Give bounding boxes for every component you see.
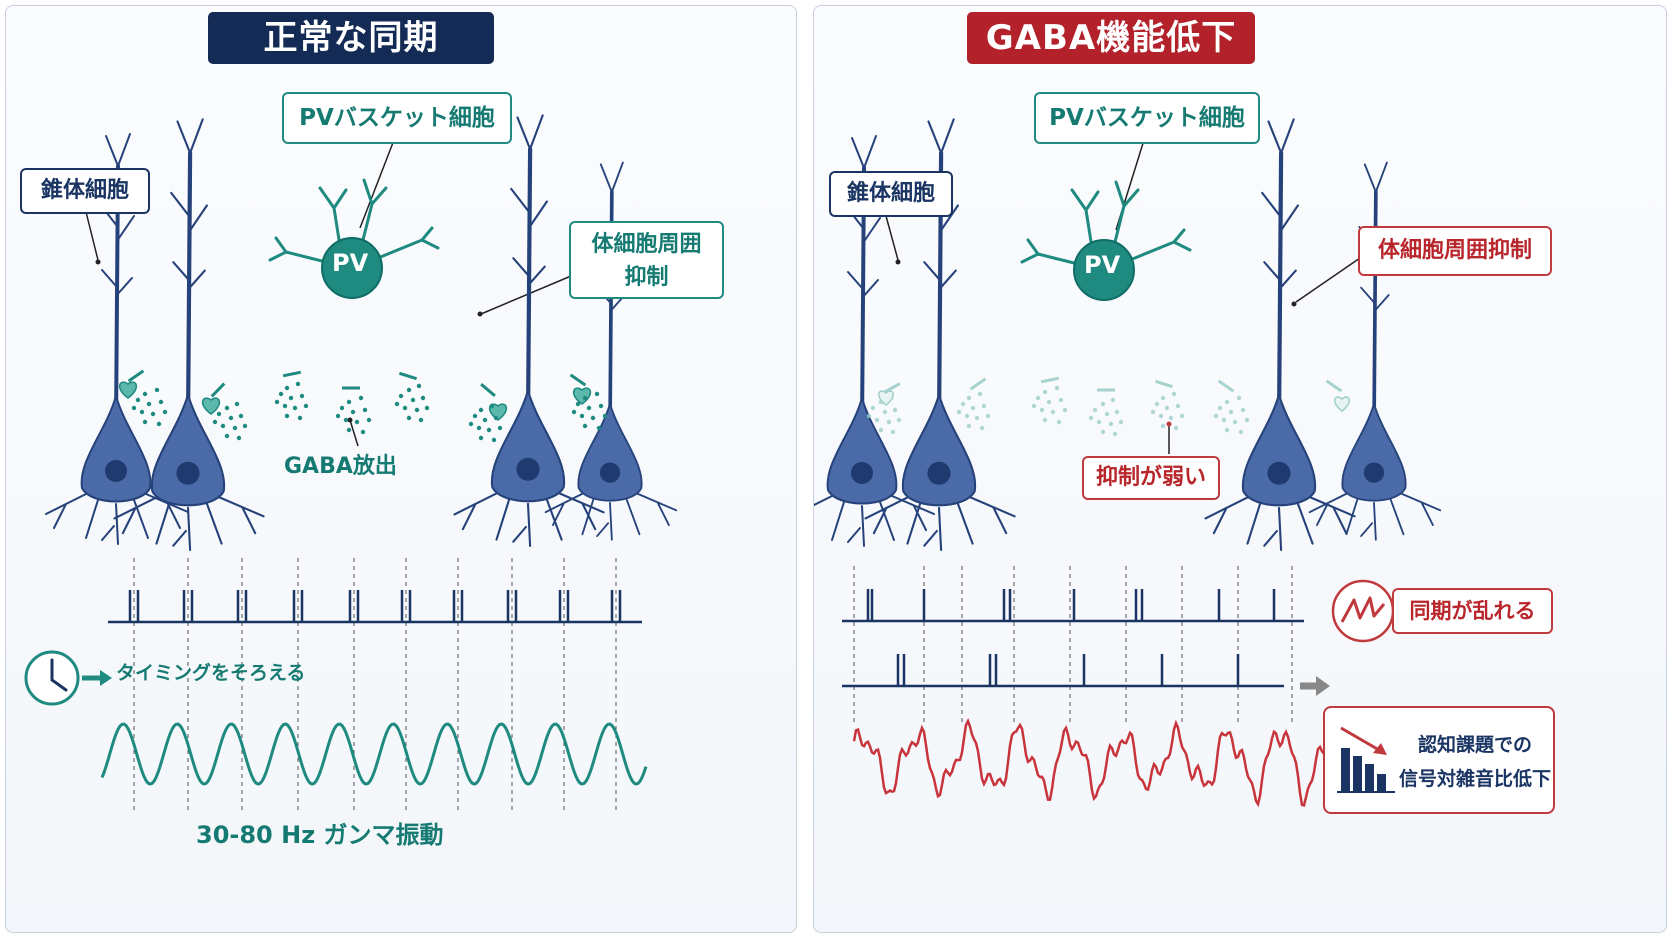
- label-pyramidal-cell: 錐体細胞: [829, 171, 953, 217]
- gaba-vesicles: [1088, 397, 1124, 437]
- arrow-head: [1316, 676, 1330, 696]
- snr-decline-card: 認知課題での 信号対雑音比低下: [1323, 706, 1555, 814]
- gaba-vesicles: [956, 391, 991, 431]
- label-perisomatic-inhibition: 体細胞周囲抑制: [1358, 226, 1552, 276]
- synaptic-bouton: [488, 403, 508, 421]
- label-perisomatic-inhibition: 体細胞周囲 抑制: [569, 221, 724, 299]
- label-snr-decline: 認知課題での 信号対雑音比低下: [1398, 734, 1551, 790]
- leader-dot: [477, 311, 483, 317]
- pyramidal-neuron: [453, 114, 605, 547]
- pv-soma-label: PV: [1084, 251, 1121, 279]
- gaba-vesicles: [468, 403, 503, 443]
- label-pyramidal-cell: 錐体細胞: [20, 168, 150, 214]
- label-pv-basket-cell: PVバスケット細胞: [282, 92, 512, 144]
- pv-basket-neuron: [1020, 180, 1192, 301]
- leader-pv: [359, 139, 395, 229]
- zigzag-line: [1340, 596, 1386, 623]
- gaba-vesicles: [1213, 395, 1250, 435]
- pyramidal-neuron: [1204, 118, 1356, 551]
- synaptic-bouton: [572, 387, 592, 405]
- leader-dot: [1291, 301, 1297, 307]
- gaba-vesicles: [212, 401, 248, 441]
- synapse-terminal: [1217, 379, 1235, 393]
- synapse-terminal: [569, 373, 587, 387]
- synapse-terminal: [1325, 379, 1343, 393]
- leader-pyramidal: [85, 211, 99, 261]
- gaba-vesicles: [1150, 391, 1185, 431]
- spike-train-desync-1: [842, 589, 1304, 623]
- gamma-oscillation-wave: [100, 722, 648, 786]
- synapse-terminal: [969, 377, 987, 391]
- gaba-vesicles: [866, 395, 902, 435]
- label-gamma-oscillation: 30-80 Hz ガンマ振動: [196, 821, 444, 849]
- synaptic-bouton: [118, 381, 138, 399]
- leader-dot: [347, 417, 353, 423]
- leader-pyramidal: [885, 215, 899, 261]
- synapse-terminal: [480, 383, 496, 397]
- synapse-terminal: [210, 382, 226, 398]
- gaba-vesicles: [335, 395, 372, 435]
- synapse-terminal: [1154, 379, 1174, 389]
- label-timing-align: タイミングをそろえる: [116, 662, 306, 684]
- pv-soma-label: PV: [332, 249, 369, 277]
- pv-basket-neuron: [268, 178, 440, 299]
- diagram-normal: [24, 114, 678, 814]
- synapse-terminal: [282, 370, 302, 378]
- title-gaba-deficit: GABA機能低下: [967, 12, 1255, 64]
- label-gaba-release: GABA放出: [284, 454, 397, 479]
- panel-normal-sync: 正常な同期 PVバスケット細胞 錐体細胞 体細胞周囲 抑制 GABA放出 タイミ…: [5, 5, 797, 933]
- leader-gaba: [349, 419, 359, 447]
- label-desync: 同期が乱れる: [1392, 588, 1553, 634]
- pyramidal-neuron: [113, 118, 265, 551]
- leader-dot: [95, 259, 101, 265]
- title-normal: 正常な同期: [208, 12, 494, 64]
- arrow-head: [100, 670, 112, 686]
- synapse-terminal: [127, 369, 145, 383]
- gaba-vesicles: [131, 387, 168, 427]
- label-weak-inhibition: 抑制が弱い: [1082, 456, 1220, 500]
- gaba-vesicles: [571, 391, 608, 431]
- clock-hands: [50, 658, 68, 692]
- synaptic-bouton: [201, 397, 221, 415]
- pyramidal-neuron: [814, 135, 935, 547]
- spike-train-desync-2: [842, 654, 1284, 688]
- bar-chart-decline-icon: [1337, 726, 1395, 793]
- pyramidal-neuron: [45, 133, 189, 545]
- synapse-terminal: [883, 382, 901, 394]
- label-pv-basket-cell: PVバスケット細胞: [1034, 92, 1260, 144]
- disrupted-oscillation-wave: [852, 717, 1325, 808]
- pyramidal-neuron: [1308, 161, 1442, 541]
- synaptic-bouton-faded: [1334, 396, 1350, 412]
- synapse-terminal: [1040, 376, 1060, 384]
- gaba-vesicles: [394, 383, 430, 423]
- leader-perisomatic: [480, 275, 572, 315]
- pyramidal-neuron: [544, 161, 678, 541]
- panel-gaba-deficit: GABA機能低下 PVバスケット細胞 錐体細胞 体細胞周囲抑制 抑制が弱い 同期…: [813, 5, 1667, 933]
- synaptic-bouton-faded: [878, 390, 894, 406]
- synapse-terminal: [398, 371, 418, 381]
- leader-perisomatic: [1295, 257, 1361, 303]
- leader-dot: [895, 259, 901, 265]
- gaba-vesicles: [1031, 385, 1068, 425]
- gaba-vesicles: [274, 381, 309, 421]
- leader-dot: [1166, 421, 1172, 427]
- spike-train-synchronized: [108, 590, 642, 624]
